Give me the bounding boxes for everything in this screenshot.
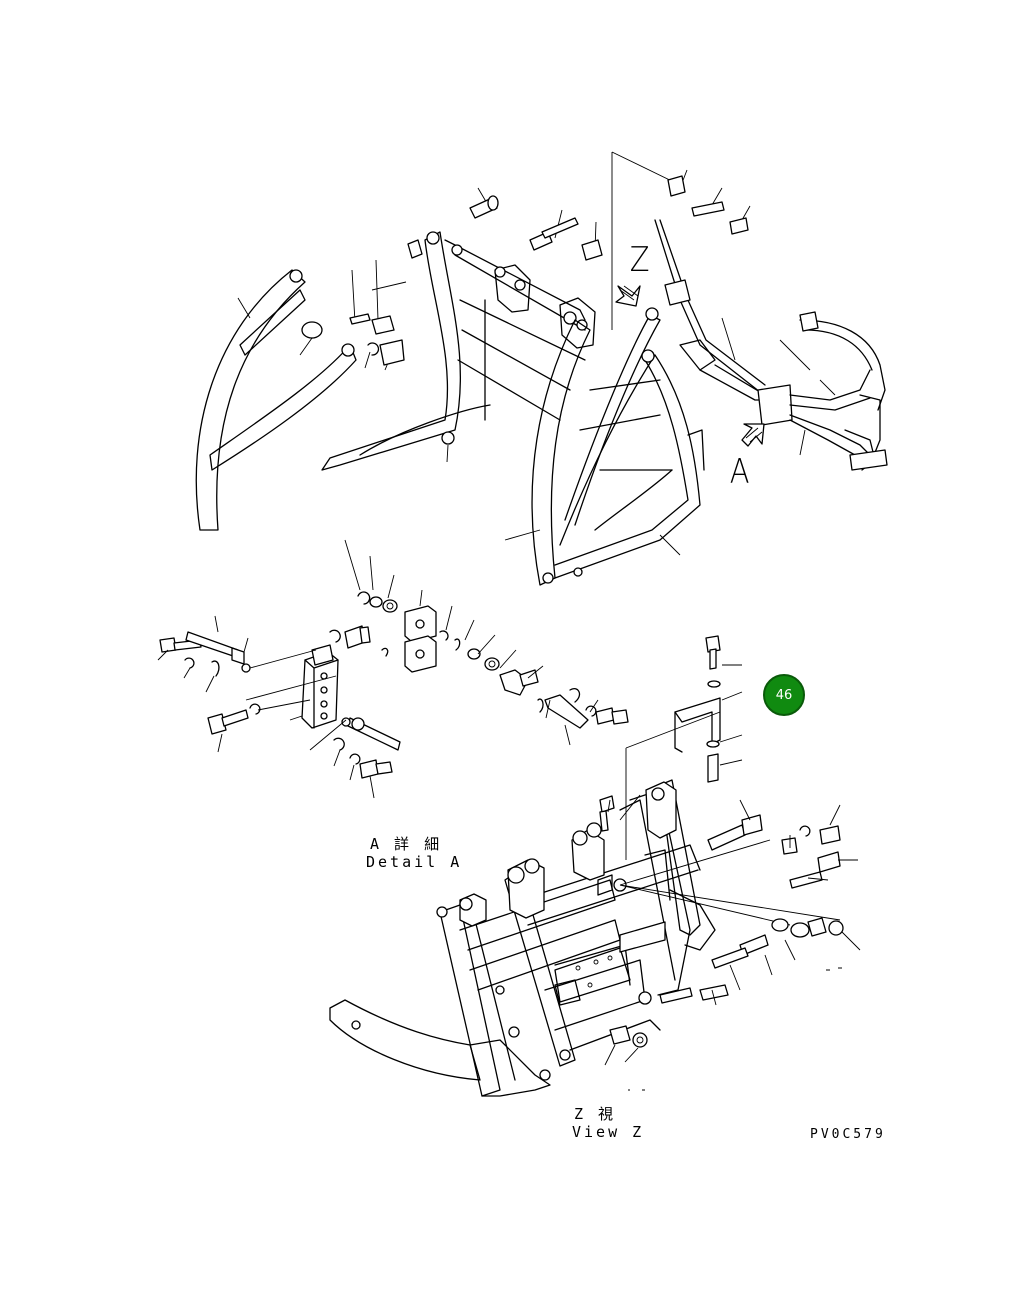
part-callout-badge[interactable]: 46 [763, 674, 805, 716]
view-arrows [615, 285, 765, 447]
bolt-icon [159, 637, 177, 653]
right-fork-arm-outer [531, 319, 591, 586]
detail-a-label-jp: A 詳 細 [370, 835, 443, 853]
arrow-a-icon [741, 423, 765, 447]
detail-a-label-en: Detail A [366, 853, 463, 871]
drawing-code: PV0C579 [810, 1127, 886, 1142]
detail-a-exploded-parts [157, 539, 629, 799]
left-fork-arm [195, 269, 306, 531]
view-z-assembly [329, 635, 861, 1097]
upper-loose-parts [301, 175, 749, 445]
view-marker-a: A [729, 452, 750, 492]
lower-frame-left-rail [439, 904, 501, 1097]
view-z-label-en: View Z [572, 1123, 645, 1141]
left-arm-brace [209, 344, 357, 471]
lower-fork-tine [329, 999, 481, 1081]
main-frame-left [321, 231, 462, 471]
upper-fork-assembly [195, 151, 836, 586]
view-marker-z: Z [629, 240, 650, 280]
hydraulic-piping [654, 219, 888, 471]
view-z-label-jp: Z 視 [574, 1105, 617, 1123]
